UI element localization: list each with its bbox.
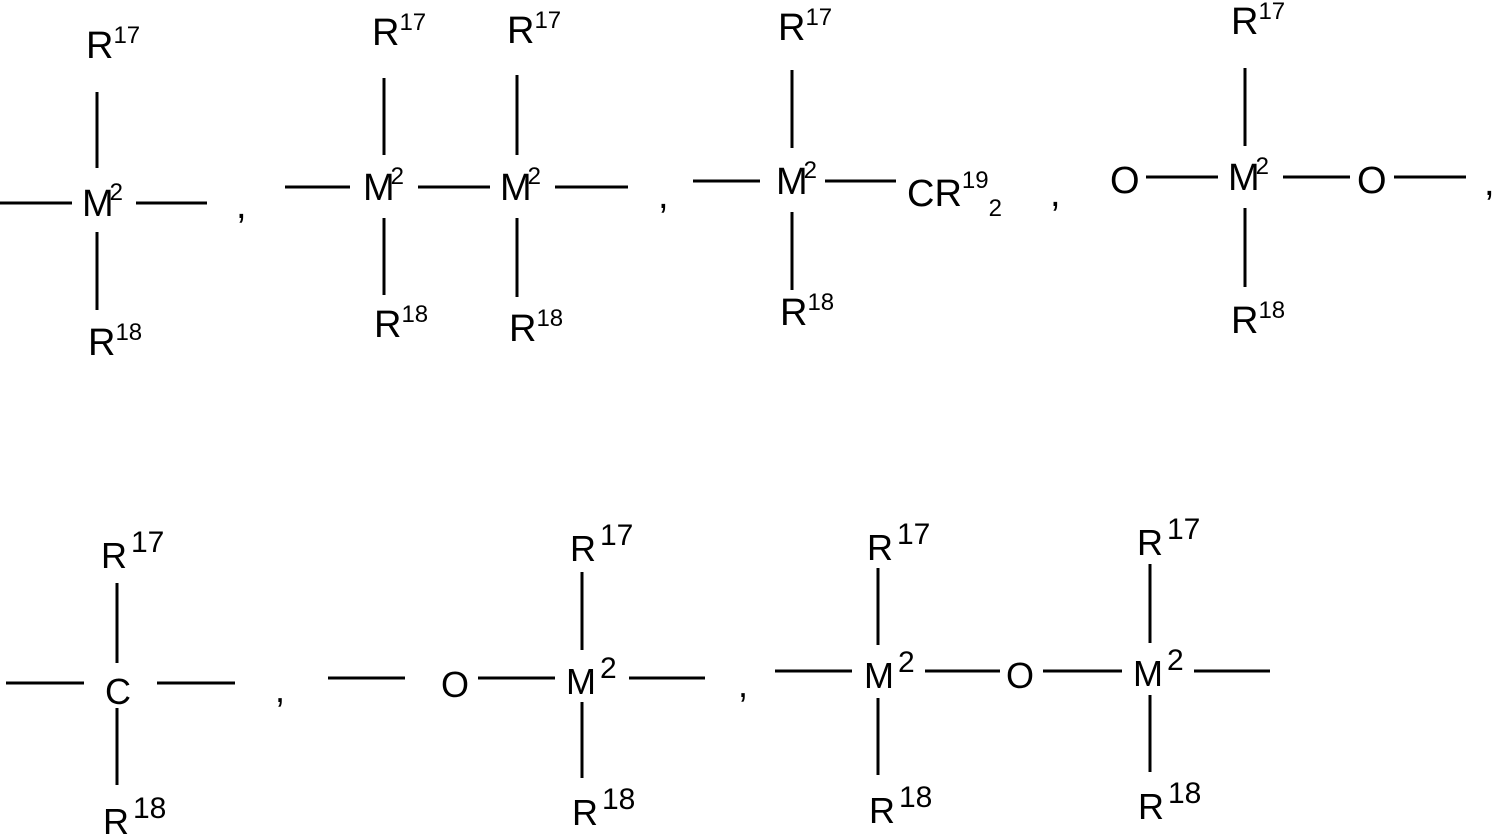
separator-comma: , [658, 175, 669, 217]
r18-substituent-label: R18 [869, 781, 932, 831]
separator-comma: , [236, 185, 247, 227]
r18-substituent-label: R18 [572, 783, 635, 833]
oxygen-atom-label: O [441, 664, 469, 705]
separator-comma: , [275, 669, 285, 710]
structure-4-dioxy-metal-bridge: O M2 O R17 R18 [1110, 0, 1466, 342]
r17-substituent-label: R17 [1231, 0, 1285, 43]
methylene-group-label: CR192 [907, 167, 1002, 222]
r18-substituent-label: R18 [509, 305, 563, 350]
structure-7-metal-oxy-metal-bridge: M2 O M2 R17 R17 R18 R18 [775, 513, 1270, 831]
structure-1-metal-bridge: M2 R17 R18 [0, 22, 207, 364]
r18-substituent-label: R18 [1138, 777, 1201, 827]
r17-substituent-label: R17 [778, 4, 832, 49]
r17-substituent-label: R17 [507, 7, 561, 52]
structure-2-dimetal-bridge: M2 M2 R17 R17 R18 R18 [285, 7, 628, 350]
oxygen-atom-label: O [1110, 160, 1140, 202]
structure-6-oxy-metal-bridge: O M2 R17 R18 [328, 519, 705, 833]
metal-atom-label: M2 [566, 652, 617, 702]
metal-atom-label: M2 [82, 179, 123, 225]
structure-3-metal-methylene-bridge: M2 R17 R18 CR192 [693, 4, 1002, 334]
r17-substituent-label: R17 [101, 526, 164, 576]
oxygen-atom-label: O [1357, 160, 1387, 202]
separator-comma: , [738, 664, 748, 705]
structure-5-carbon-bridge: C R17 R18 [6, 526, 235, 837]
oxygen-atom-label: O [1006, 655, 1034, 696]
r17-substituent-label: R17 [86, 22, 140, 67]
r17-substituent-label: R17 [1137, 513, 1200, 563]
metal-atom-label: M2 [1133, 644, 1184, 694]
r18-substituent-label: R18 [88, 319, 142, 364]
r18-substituent-label: R18 [374, 301, 428, 346]
r17-substituent-label: R17 [867, 518, 930, 568]
separator-comma: , [1484, 162, 1495, 204]
metal-atom-label: M2 [864, 646, 915, 696]
metal-atom-label: M2 [776, 157, 817, 203]
separator-comma: , [1050, 173, 1061, 215]
metal-atom-label: M2 [363, 163, 404, 209]
metal-atom-label: M2 [1228, 153, 1269, 199]
r18-substituent-label: R18 [103, 792, 166, 837]
metal-atom-label: M2 [500, 163, 541, 209]
r17-substituent-label: R17 [372, 9, 426, 54]
carbon-atom-label: C [105, 671, 131, 712]
r17-substituent-label: R17 [570, 519, 633, 569]
r18-substituent-label: R18 [1231, 297, 1285, 342]
r18-substituent-label: R18 [780, 289, 834, 334]
